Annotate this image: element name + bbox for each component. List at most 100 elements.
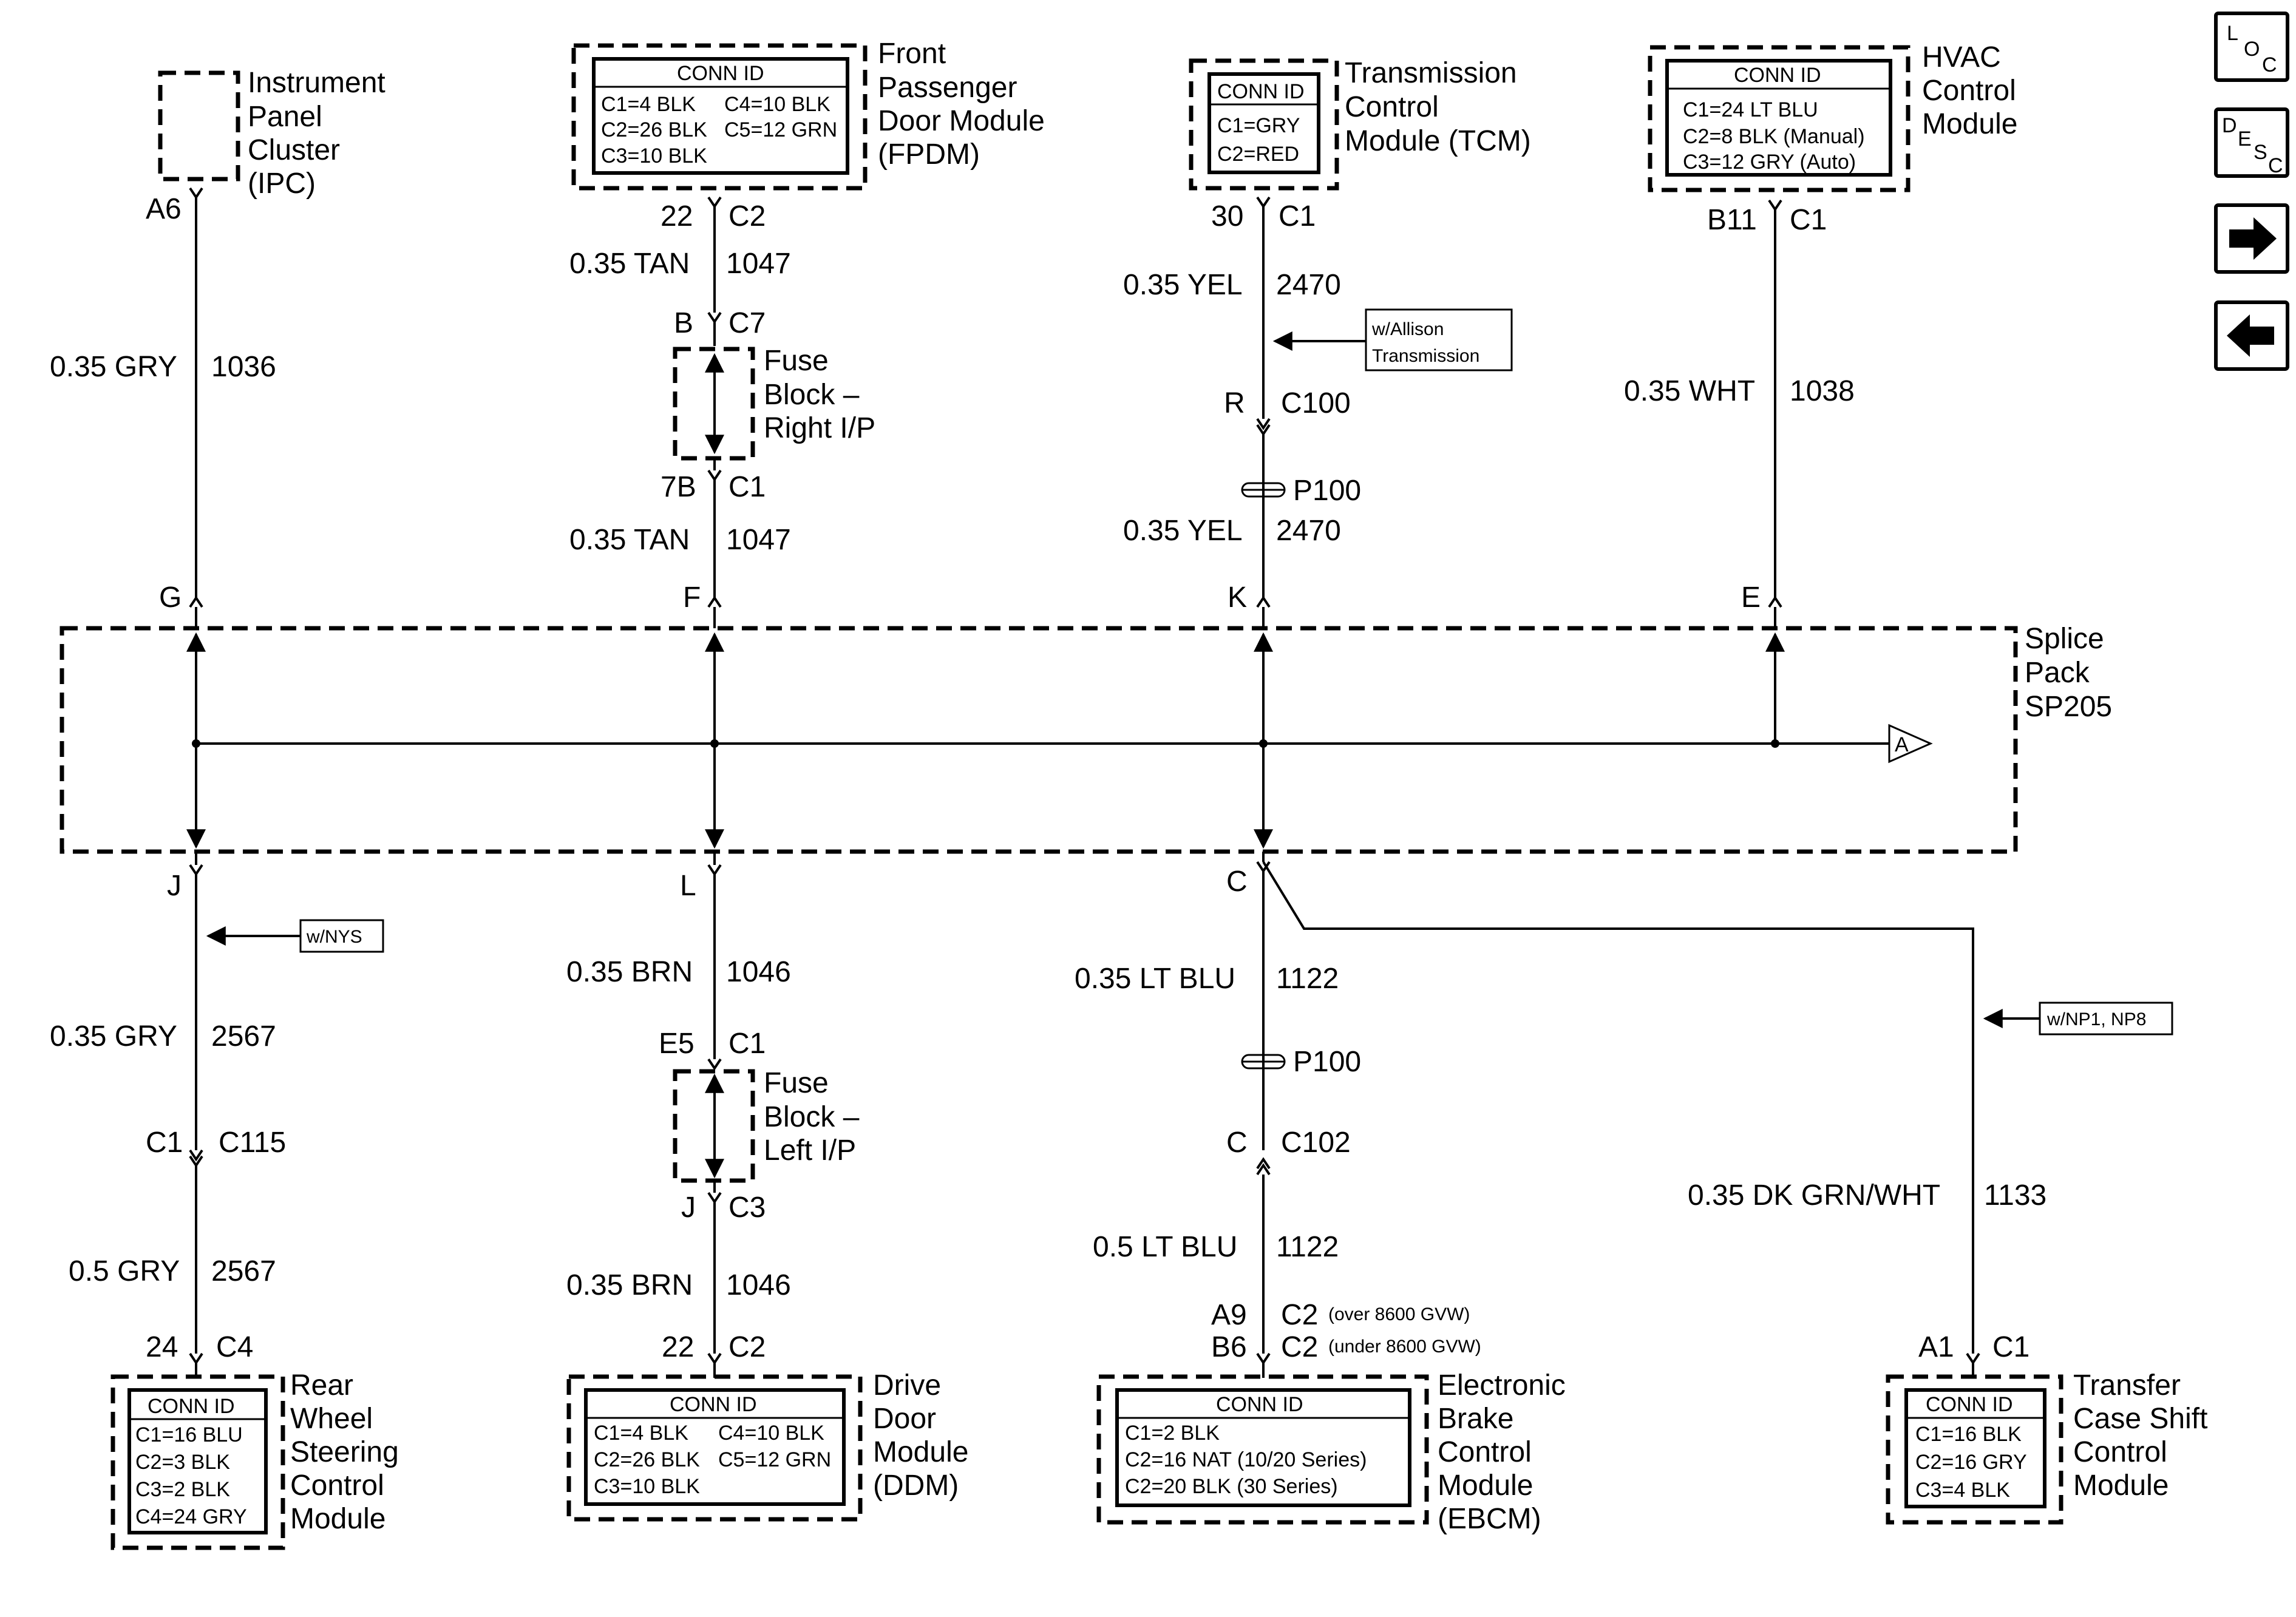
fuse-right-line-3: Right I/P [764,412,875,444]
ebcm-conn-c1: C1=2 BLK [1125,1422,1220,1445]
rws-name-3: Steering [290,1436,399,1468]
fpdm-wire1-circuit: 1047 [726,248,791,280]
ebcm-conn-c2a: C2=16 NAT (10/20 Series) [1125,1448,1367,1471]
fpdm-fuse-out-pin: 7B [661,471,696,503]
ebcm-conn-c2b: C2=20 BLK (30 Series) [1125,1475,1338,1498]
ipc-name-1: Instrument [248,67,385,99]
rws-wire2-size: 0.5 GRY [69,1255,180,1287]
ebcm-conn-title: CONN ID [1216,1393,1303,1416]
ddm-fuse-out-conn: C3 [729,1192,766,1224]
tcsc-wire-size: 0.35 DK GRN/WHT [1688,1179,1940,1212]
prev-page-button[interactable] [2214,300,2289,371]
rws-conn-c1: C1=16 BLU [135,1423,243,1446]
tcsc-name-4: Module [2073,1470,2169,1502]
fpdm-conn-c1: C1=4 BLK [601,93,696,116]
tcm-wire1-circuit: 2470 [1276,269,1341,301]
ddm-splice-pin: L [680,870,696,902]
ddm-fuse-in-pin: E5 [659,1028,695,1060]
hvac-conn-title: CONN ID [1734,64,1821,87]
fuse-left-line-1: Fuse [764,1067,829,1099]
fpdm-name-4: (FPDM) [878,138,980,171]
splice-name-line-3: SP205 [2025,691,2112,723]
loc-button[interactable]: L O C [2214,12,2289,82]
hvac-splice-pin: E [1741,581,1761,614]
desc-button[interactable]: D E S C [2214,107,2289,178]
rws-wire1-circuit: 2567 [211,1020,276,1053]
tcsc-pin: A1 [1918,1331,1954,1363]
ddm-wire2-circuit: 1046 [726,1269,791,1301]
tcsc-conn-title: CONN ID [1926,1393,2013,1416]
rws-conn-c2: C2=3 BLK [135,1451,230,1474]
ebcm-name-5: (EBCM) [1438,1503,1541,1535]
module-hvac: CONN ID C1=24 LT BLU C2=8 BLK (Manual) C… [1624,41,2017,628]
tcm-pin: 30 [1211,200,1243,232]
ddm-fuse-out-pin: J [681,1192,696,1224]
fuse-right-line-1: Fuse [764,345,829,377]
fuse-left-line-2: Block – [764,1101,860,1133]
rws-pin: 24 [146,1331,178,1363]
tcsc-option: w/NP1, NP8 [2046,1009,2146,1029]
tcm-inline-conn: C100 [1281,387,1351,419]
ipc-pin: A6 [146,193,182,225]
hvac-pin: B11 [1707,204,1757,236]
ebcm-pin-b: B6 [1211,1331,1247,1363]
fpdm-conn-c2: C2=26 BLK [601,118,707,141]
rws-splice-pin: J [167,870,182,902]
fpdm-fuse-in-conn: C7 [729,307,766,339]
ddm-name-2: Door [873,1403,936,1435]
fuse-right-line-2: Block – [764,379,860,411]
fpdm-fuse-in-pin: B [674,307,693,339]
ipc-splice-pin: G [159,581,182,614]
tcm-conn-c2: C2=RED [1217,143,1299,166]
tcsc-conn-c2: C2=16 GRY [1915,1451,2027,1474]
ebcm-wire2-size: 0.5 LT BLU [1093,1231,1237,1263]
fpdm-conn-title: CONN ID [677,62,764,85]
fpdm-wire1-size: 0.35 TAN [569,248,690,280]
ddm-conn-c3: C3=10 BLK [594,1475,700,1498]
arrow-right-icon [2229,217,2277,260]
fpdm-pin: 22 [661,200,693,232]
loc-letter-2: O [2244,38,2260,61]
ddm-name-3: Module [873,1436,968,1468]
arrow-left-icon [2227,314,2274,357]
ddm-conn-title: CONN ID [670,1393,757,1416]
ebcm-splice-pin: C [1226,866,1248,898]
ebcm-inline-pin: C [1226,1127,1248,1159]
ipc-name-3: Cluster [248,134,340,166]
tcm-name-2: Control [1345,91,1439,123]
hvac-name-3: Module [1922,108,2017,140]
tcm-conn: C1 [1279,200,1316,232]
hvac-wire-circuit: 1038 [1790,375,1855,407]
tcsc-wire-circuit: 1133 [1984,1179,2046,1212]
hvac-wire-size: 0.35 WHT [1624,375,1755,407]
rws-name-2: Wheel [290,1403,373,1435]
hvac-name-2: Control [1922,75,2016,107]
desc-letter-1: D [2222,114,2237,137]
rws-inline-pin: C1 [146,1127,183,1159]
splice-pack-sp205: A Splice Pack SP205 [59,623,2112,854]
ebcm-conn-b: C2 [1281,1331,1318,1363]
module-fpdm: CONN ID C1=4 BLK C2=26 BLK C3=10 BLK C4=… [569,38,1045,628]
ddm-fuse-in-conn: C1 [729,1028,766,1060]
ddm-pin: 22 [662,1331,694,1363]
tcm-wire2-circuit: 2470 [1276,515,1341,547]
tcsc-name-3: Control [2073,1436,2167,1468]
ebcm-wire1-size: 0.35 LT BLU [1075,963,1235,995]
hvac-conn-c1: C1=24 LT BLU [1683,98,1818,121]
rws-wire1-size: 0.35 GRY [50,1020,177,1053]
fpdm-conn-c5: C5=12 GRN [724,118,837,141]
hvac-conn: C1 [1790,204,1827,236]
tcm-name-1: Transmission [1345,57,1517,89]
tcm-conn-c1: C1=GRY [1217,114,1300,137]
continuation-ref[interactable]: A [1895,733,1909,756]
tcm-conn-title: CONN ID [1217,80,1305,103]
ddm-conn-c1: C1=4 BLK [594,1422,688,1445]
next-page-button[interactable] [2214,203,2289,274]
rws-wire2-circuit: 2567 [211,1255,276,1287]
tcm-inline-pin: R [1224,387,1245,419]
rws-conn-title: CONN ID [148,1395,235,1418]
rws-inline-conn: C115 [219,1127,286,1159]
ebcm-inline-conn: C102 [1281,1127,1351,1159]
ebcm-wire1-circuit: 1122 [1276,963,1339,995]
